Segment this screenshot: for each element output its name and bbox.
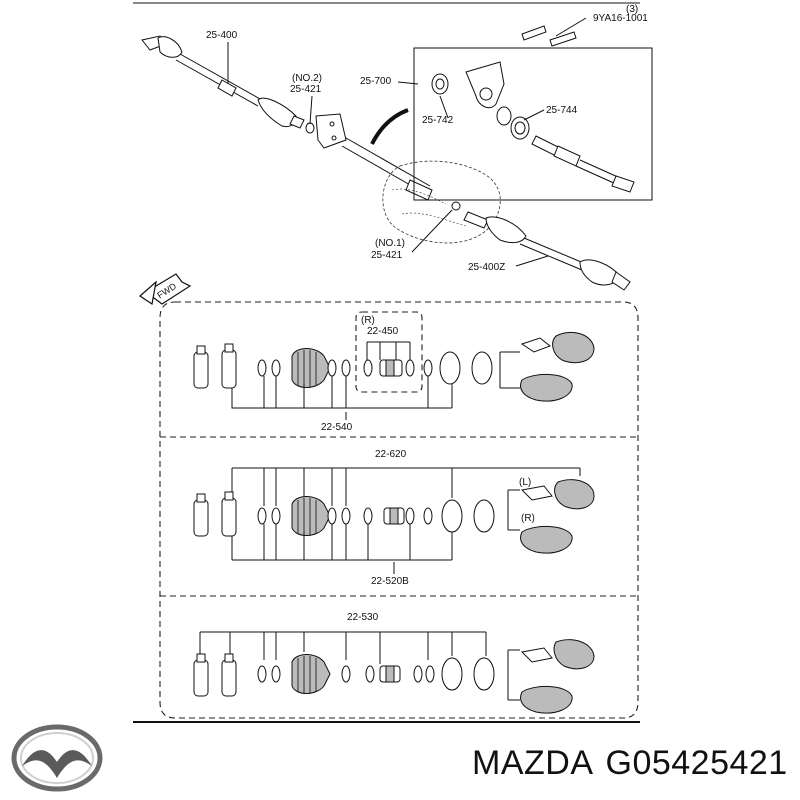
clip-no2-label: 25-421 [290, 84, 322, 95]
right-drive-shaft [141, 35, 305, 129]
left-drive-shaft [463, 211, 631, 291]
boot-kits-frame [159, 301, 639, 719]
joint-l-note: (L) [519, 477, 531, 488]
bearing-bracket [465, 61, 505, 109]
boot-kit-2-label: 22-620 [375, 449, 407, 460]
boot-kit-4-label: 22-530 [347, 612, 379, 623]
bearing-inset-frame [413, 47, 653, 201]
left-shaft-label: 25-400Z [468, 262, 505, 273]
kit-row-3 [193, 639, 595, 714]
kit-r-label: 22-450 [367, 326, 399, 337]
bearing-seal-label: 25-742 [422, 115, 454, 126]
kit-r-note: (R) [361, 315, 375, 326]
bolt-qty-label: (3) [626, 4, 638, 15]
right-shaft-label: 25-400 [206, 30, 238, 41]
brand-maker: MAZDA [472, 744, 594, 782]
boot-kit-3-label: 22-520B [371, 576, 409, 587]
fwd-arrow: FWD [139, 273, 192, 306]
clip-no2-note: (NO.2) [292, 73, 322, 84]
brand-caption: MAZDA G05425421 [472, 744, 788, 783]
brand-part-number: G05425421 [605, 744, 788, 782]
bearing-label: 25-744 [546, 105, 578, 116]
clip-no2 [305, 113, 347, 149]
clip-no1-note: (NO.1) [375, 238, 405, 249]
inset-shaft [531, 135, 635, 193]
kit-row-2 [193, 479, 595, 554]
clip-no1-label: 25-421 [371, 250, 403, 261]
bolts [521, 25, 577, 47]
kit-row-1 [193, 332, 595, 402]
transmission-outline [382, 160, 501, 244]
clip-no1 [451, 201, 461, 211]
kit-r-group [355, 311, 423, 393]
mazda-logo-icon [11, 724, 103, 792]
inset-pointer-arrow [370, 108, 409, 145]
bearing-assembly-label: 25-700 [360, 76, 392, 87]
joint-r-note: (R) [521, 513, 535, 524]
bolt-part-label: 9YA16-1001 [593, 13, 648, 24]
boot-kit-1-label: 22-540 [321, 422, 353, 433]
